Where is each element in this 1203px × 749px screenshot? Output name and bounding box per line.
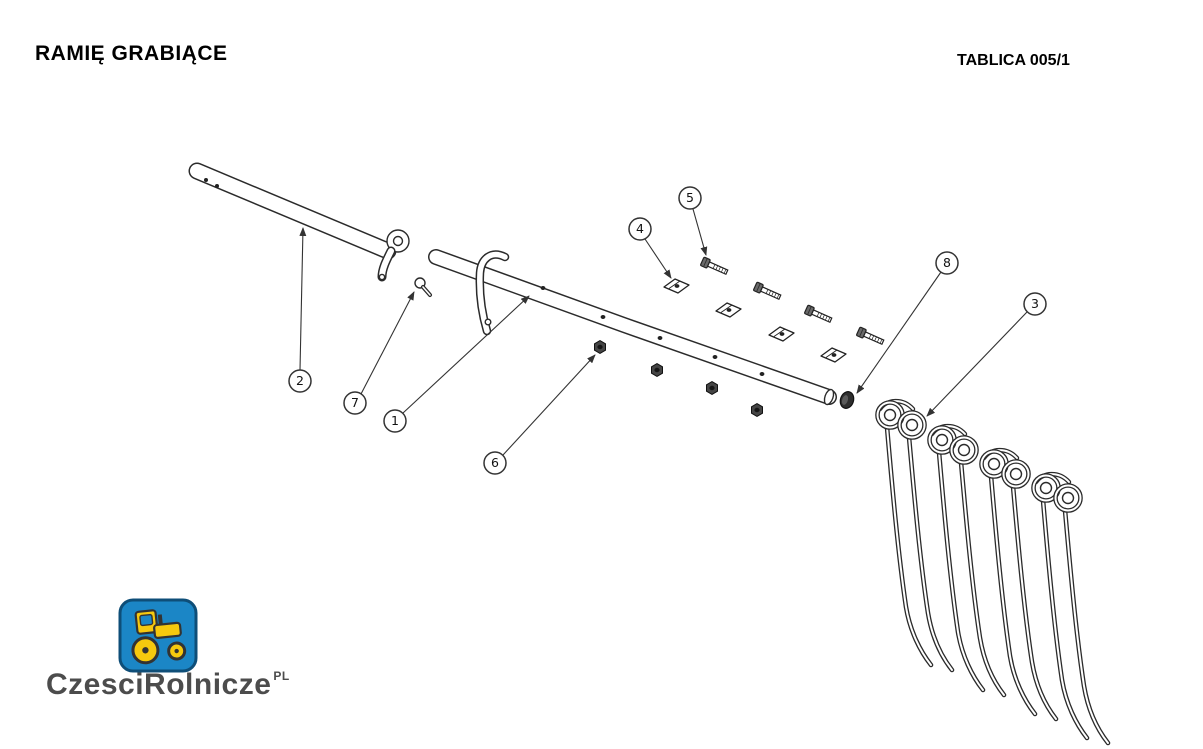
leader-line-3 [926,311,1028,417]
leader-line-6 [502,354,596,456]
tube-hole [759,372,765,376]
part-upper-arm [188,162,410,282]
part-clamp-plate-1 [663,278,690,294]
leader-line-2 [299,227,307,371]
part-nut-1 [594,340,606,354]
callout-7: 7 [343,291,415,415]
part-linch-pin [414,277,432,297]
callout-4: 4 [628,217,672,279]
mount-bracket [475,250,510,336]
callout-label-2: 2 [296,373,304,388]
tube-hole [204,178,208,182]
callout-label-1: 1 [391,413,399,428]
callout-label-4: 4 [636,221,644,236]
part-bolt-1 [699,256,730,277]
callouts: 2 7 1 6 4 [288,186,1047,475]
callout-8: 8 [856,251,959,394]
page-title: RAMIĘ GRABIĄCE [35,42,228,65]
callout-label-7: 7 [351,395,359,410]
tube-hole [600,315,606,319]
callout-3: 3 [926,292,1047,417]
part-nut-4 [751,403,763,417]
tractor-icon [131,609,187,665]
clevis-end [377,229,410,282]
callout-2: 2 [288,227,312,393]
part-main-tube [428,249,837,406]
callout-label-5: 5 [686,190,694,205]
part-clamp-plate-2 [715,302,742,318]
table-reference: TABLICA 005/1 [957,52,1070,69]
callout-5: 5 [678,186,708,256]
tube-hole [540,286,546,290]
callout-label-6: 6 [491,455,499,470]
tube-hole [215,184,219,188]
tube-hole [657,336,663,340]
brand-superscript: PL [273,669,290,683]
leader-line-5 [692,208,708,256]
part-end-cap [839,391,855,409]
callout-6: 6 [483,354,596,475]
part-nut-3 [706,381,718,395]
callout-1: 1 [383,295,530,433]
part-spring-tine-1 [878,401,953,670]
part-clamp-plate-3 [768,326,795,342]
brand-logo [118,598,198,673]
tube-hole [712,355,718,359]
part-clamp-plate-4 [820,347,847,363]
leader-line-8 [856,271,942,394]
leader-line-4 [644,238,672,279]
leader-line-7 [360,291,415,395]
part-bolt-4 [855,326,886,347]
brand-text: CzesciRolnicze [46,668,272,701]
part-bolt-2 [752,281,783,302]
part-nut-2 [651,363,663,377]
part-bolt-3 [803,304,834,325]
callout-label-8: 8 [943,255,951,270]
callout-label-3: 3 [1031,296,1039,311]
leader-line-1 [402,295,530,414]
